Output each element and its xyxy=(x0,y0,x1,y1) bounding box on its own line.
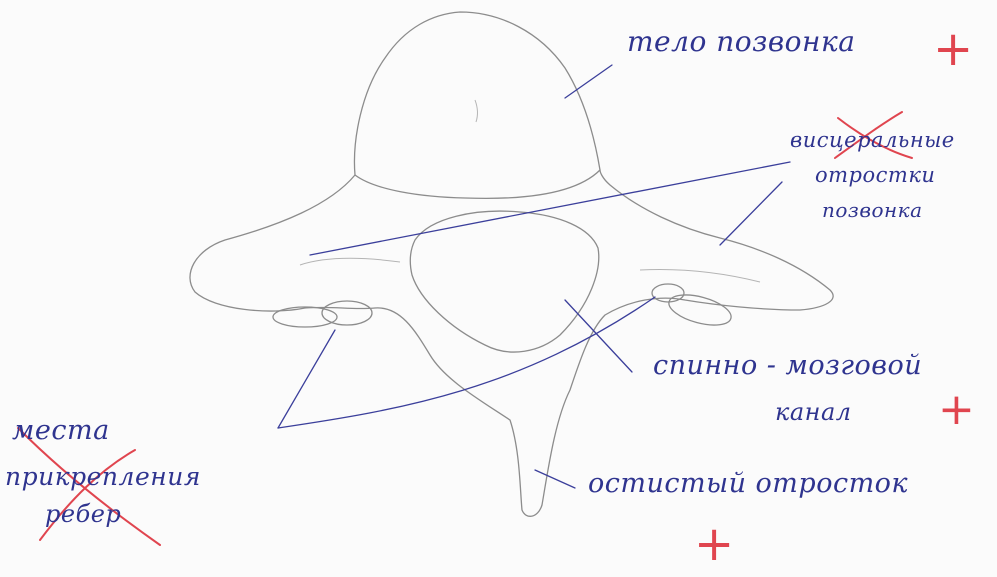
processes-outline xyxy=(190,170,833,516)
pointer-transverse-right xyxy=(720,182,782,245)
rib-facet-left-inner xyxy=(322,301,372,325)
pointer-spinous xyxy=(535,470,575,488)
vertebral-body-outline xyxy=(354,12,600,198)
label-transverse-line2: отростки xyxy=(815,163,935,187)
label-spinous-process: остистый отросток xyxy=(588,468,908,499)
plus-mark-canal: + xyxy=(938,388,975,432)
rib-facet-right-inner xyxy=(652,284,684,302)
label-rib-line3: ребер xyxy=(45,500,121,528)
label-canal-line2: канал xyxy=(775,398,852,426)
label-rib-line2: прикрепления xyxy=(5,462,201,491)
label-canal-line1: спинно - мозговой xyxy=(653,350,922,381)
pointer-transverse-left xyxy=(310,162,790,255)
pointer-rib-left xyxy=(278,330,335,428)
pointer-rib-right xyxy=(278,297,655,428)
label-vertebral-body: тело позвонка xyxy=(627,25,855,58)
rib-facet-right-outer xyxy=(666,289,735,331)
rib-facet-left-outer xyxy=(273,307,337,327)
label-rib-line1: места xyxy=(12,415,110,446)
label-transverse-line1: висцеральные xyxy=(790,128,955,152)
plus-mark-body: + xyxy=(933,25,974,73)
spinal-canal-outline xyxy=(410,211,598,352)
label-transverse-line3: позвонка xyxy=(822,198,923,222)
pointer-canal xyxy=(565,300,632,372)
plus-mark-spinous: + xyxy=(694,520,735,568)
